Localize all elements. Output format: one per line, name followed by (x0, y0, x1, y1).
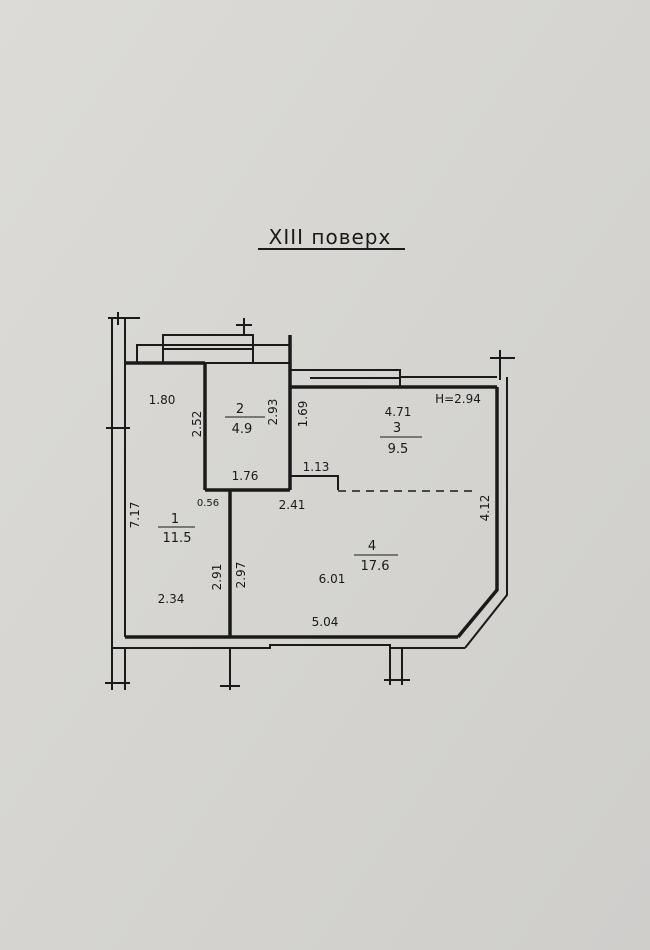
room-4-number: 4 (368, 539, 376, 554)
room-4-area: 17.6 (361, 559, 390, 574)
dim-label: 4.12 (478, 495, 492, 522)
dim-label: 7.17 (128, 502, 142, 529)
room-3-area: 9.5 (388, 442, 409, 457)
dim-label: 2.97 (234, 562, 248, 589)
dim-label: 2.93 (266, 399, 280, 426)
dim-label: 1.80 (149, 393, 176, 407)
room-3-number: 3 (393, 421, 401, 436)
walls (105, 312, 515, 690)
dim-label: 1.69 (296, 401, 310, 428)
dim-label: 4.71 (385, 405, 412, 419)
dim-label: 5.04 (312, 615, 339, 629)
dim-label: 1.13 (303, 460, 330, 474)
dim-label: 2.34 (158, 592, 185, 606)
dim-label: 1.76 (232, 469, 259, 483)
room-1-number: 1 (171, 512, 179, 527)
room-2-number: 2 (236, 402, 244, 417)
dimensions: 1.80 2.52 2.93 1.69 4.71 1.76 1.13 0.56 … (128, 393, 492, 629)
room-2-area: 4.9 (232, 422, 253, 437)
room-1-area: 11.5 (163, 531, 192, 546)
dim-label: 2.41 (279, 498, 306, 512)
dim-label: 6.01 (319, 572, 346, 586)
dim-label: 2.52 (190, 411, 204, 438)
dim-label: 0.56 (197, 498, 219, 509)
dim-label: 2.91 (210, 564, 224, 591)
room-labels: 1 11.5 2 4.9 3 9.5 4 17.6 H=2.94 (158, 392, 481, 574)
floor-title: XIII поверх (269, 225, 392, 249)
ceiling-height: H=2.94 (435, 392, 481, 406)
